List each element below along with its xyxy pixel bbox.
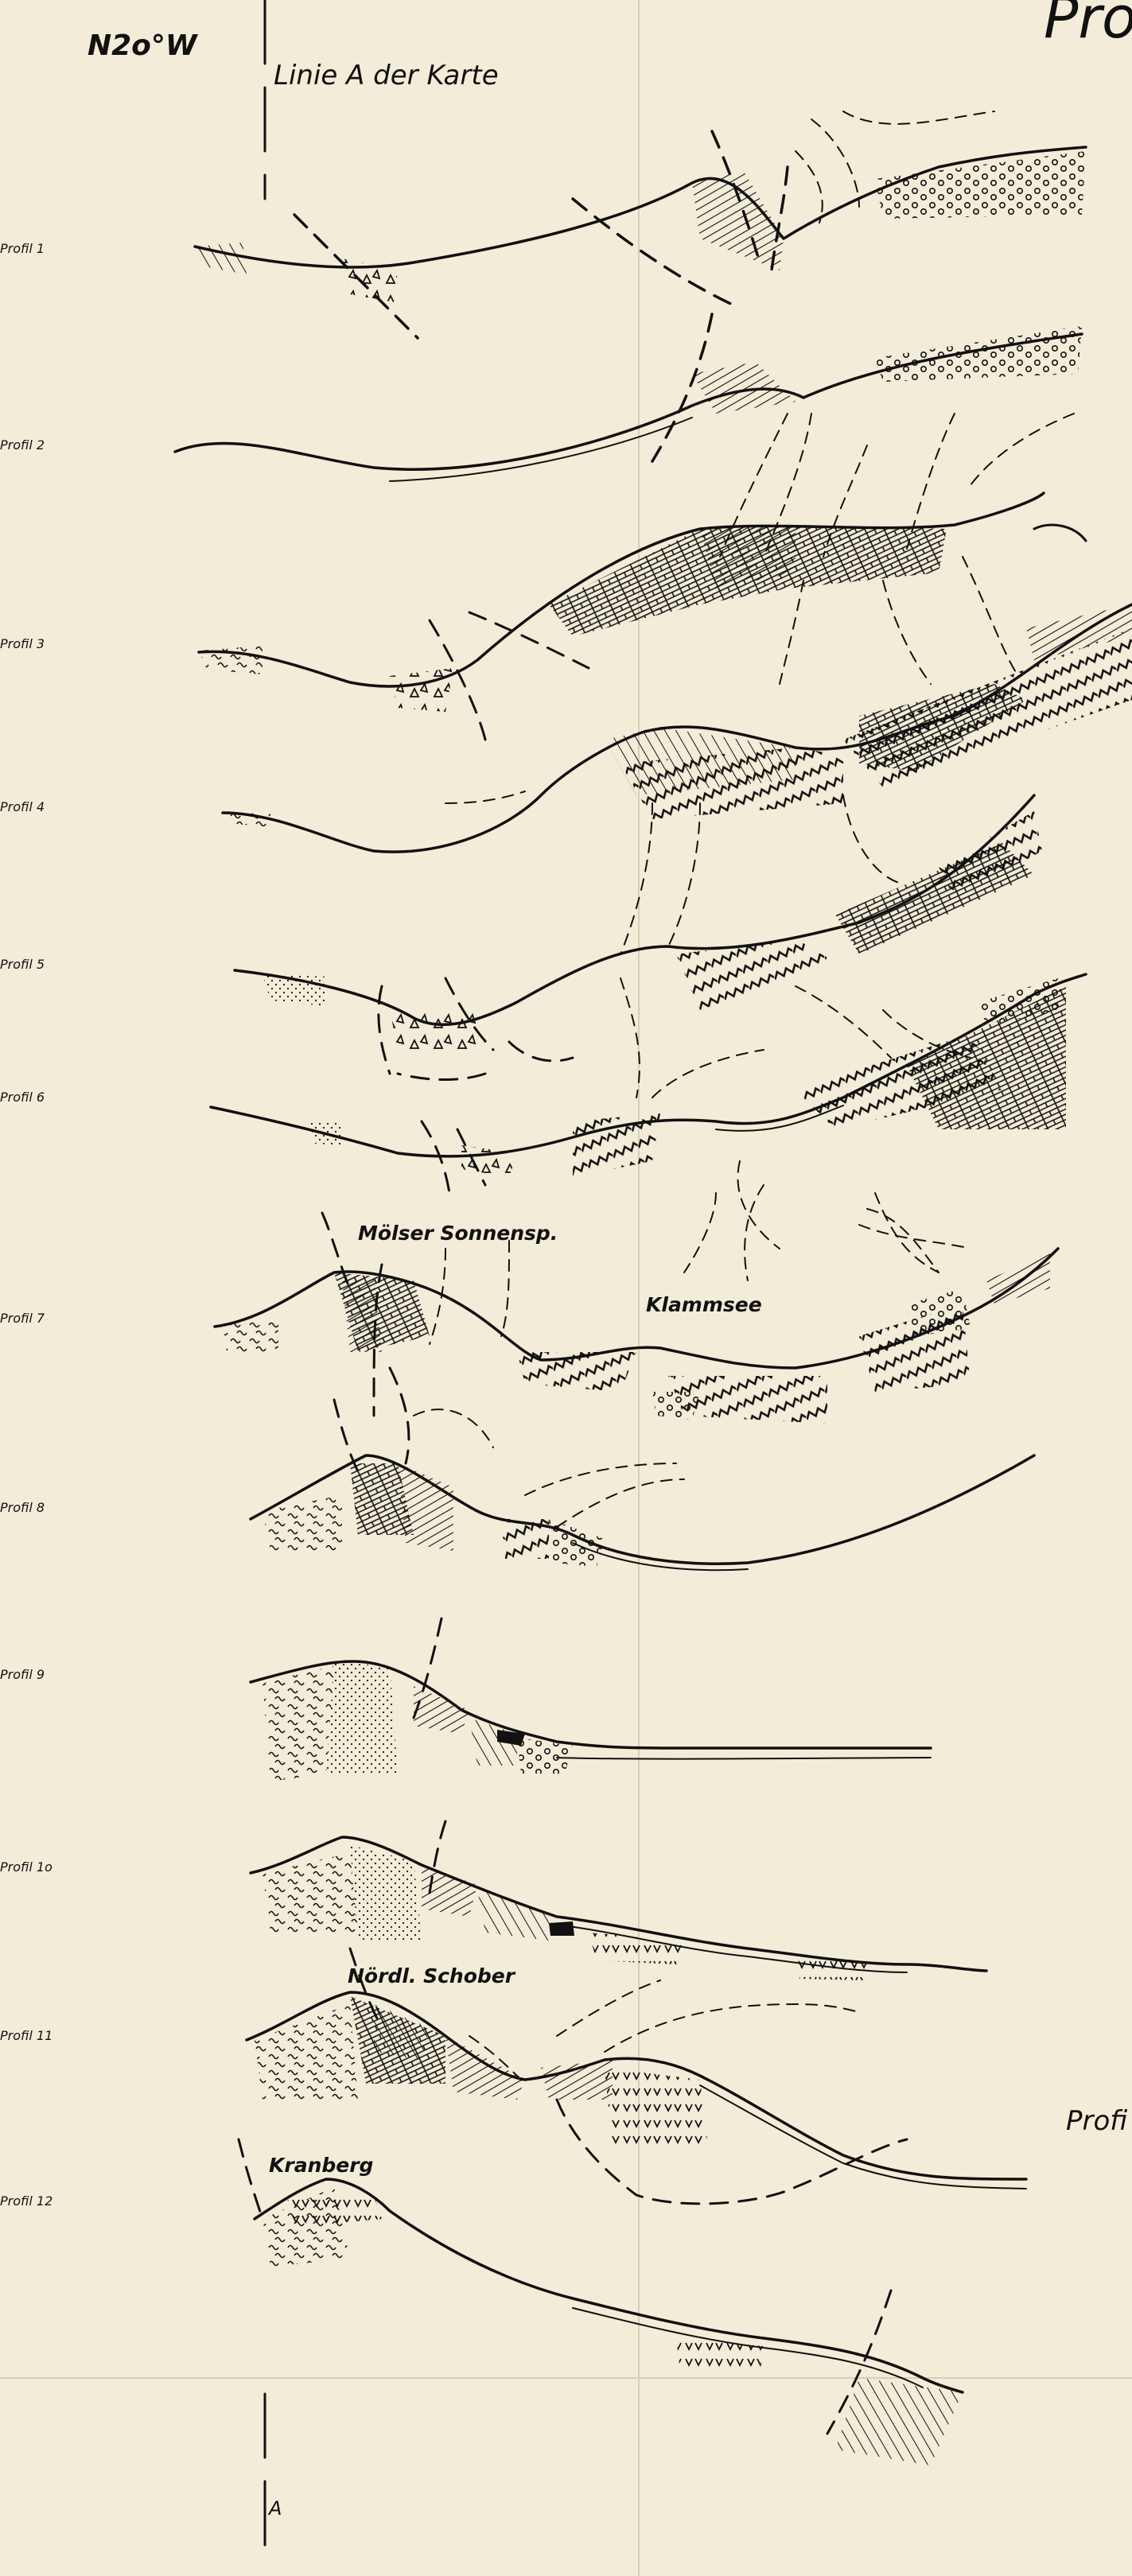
profile-4-section [223, 604, 1132, 954]
profile-label: Profil 1 [0, 243, 45, 255]
place-label-klammsee: Klammsee [646, 1295, 762, 1315]
profile-label: Profil 11 [0, 2030, 53, 2042]
section-end-label: A [269, 2499, 282, 2518]
place-label-kranberg: Kranberg [269, 2155, 373, 2175]
profile-label: Profil 4 [0, 801, 45, 814]
profile-label: Profil 5 [0, 958, 45, 971]
profile-label: Profil 6 [0, 1091, 45, 1104]
profile-1-section [195, 111, 1086, 338]
profile-label: Profil 9 [0, 1669, 45, 1681]
profile-2-section [175, 314, 1082, 557]
profile-10-section [251, 1821, 986, 1980]
profile-label: Profil 7 [0, 1312, 45, 1325]
profile-label: Profil 8 [0, 1502, 45, 1514]
profile-8-section [251, 1368, 1034, 1570]
profile-label: Profil 3 [0, 638, 45, 651]
right-edge-label: Profi [1066, 2108, 1127, 2135]
profile-label: Profil 2 [0, 439, 45, 452]
profile-label: Profil 1o [0, 1861, 53, 1874]
profile-9-section [251, 1618, 931, 1781]
orientation-label: N2o°W [88, 32, 197, 60]
profile-label: Profil 12 [0, 2195, 53, 2208]
place-label-moelser-sonnenspitze: Mölser Sonnensp. [358, 1223, 558, 1243]
profile-12-section [239, 2139, 963, 2465]
profile-7-section [215, 1161, 1058, 1424]
title-fragment: Pro [1044, 0, 1132, 46]
section-line-label: Linie A der Karte [274, 62, 499, 89]
place-label-noerdl-schober: Nördl. Schober [348, 1966, 515, 1986]
profile-6-section [211, 974, 1086, 1280]
